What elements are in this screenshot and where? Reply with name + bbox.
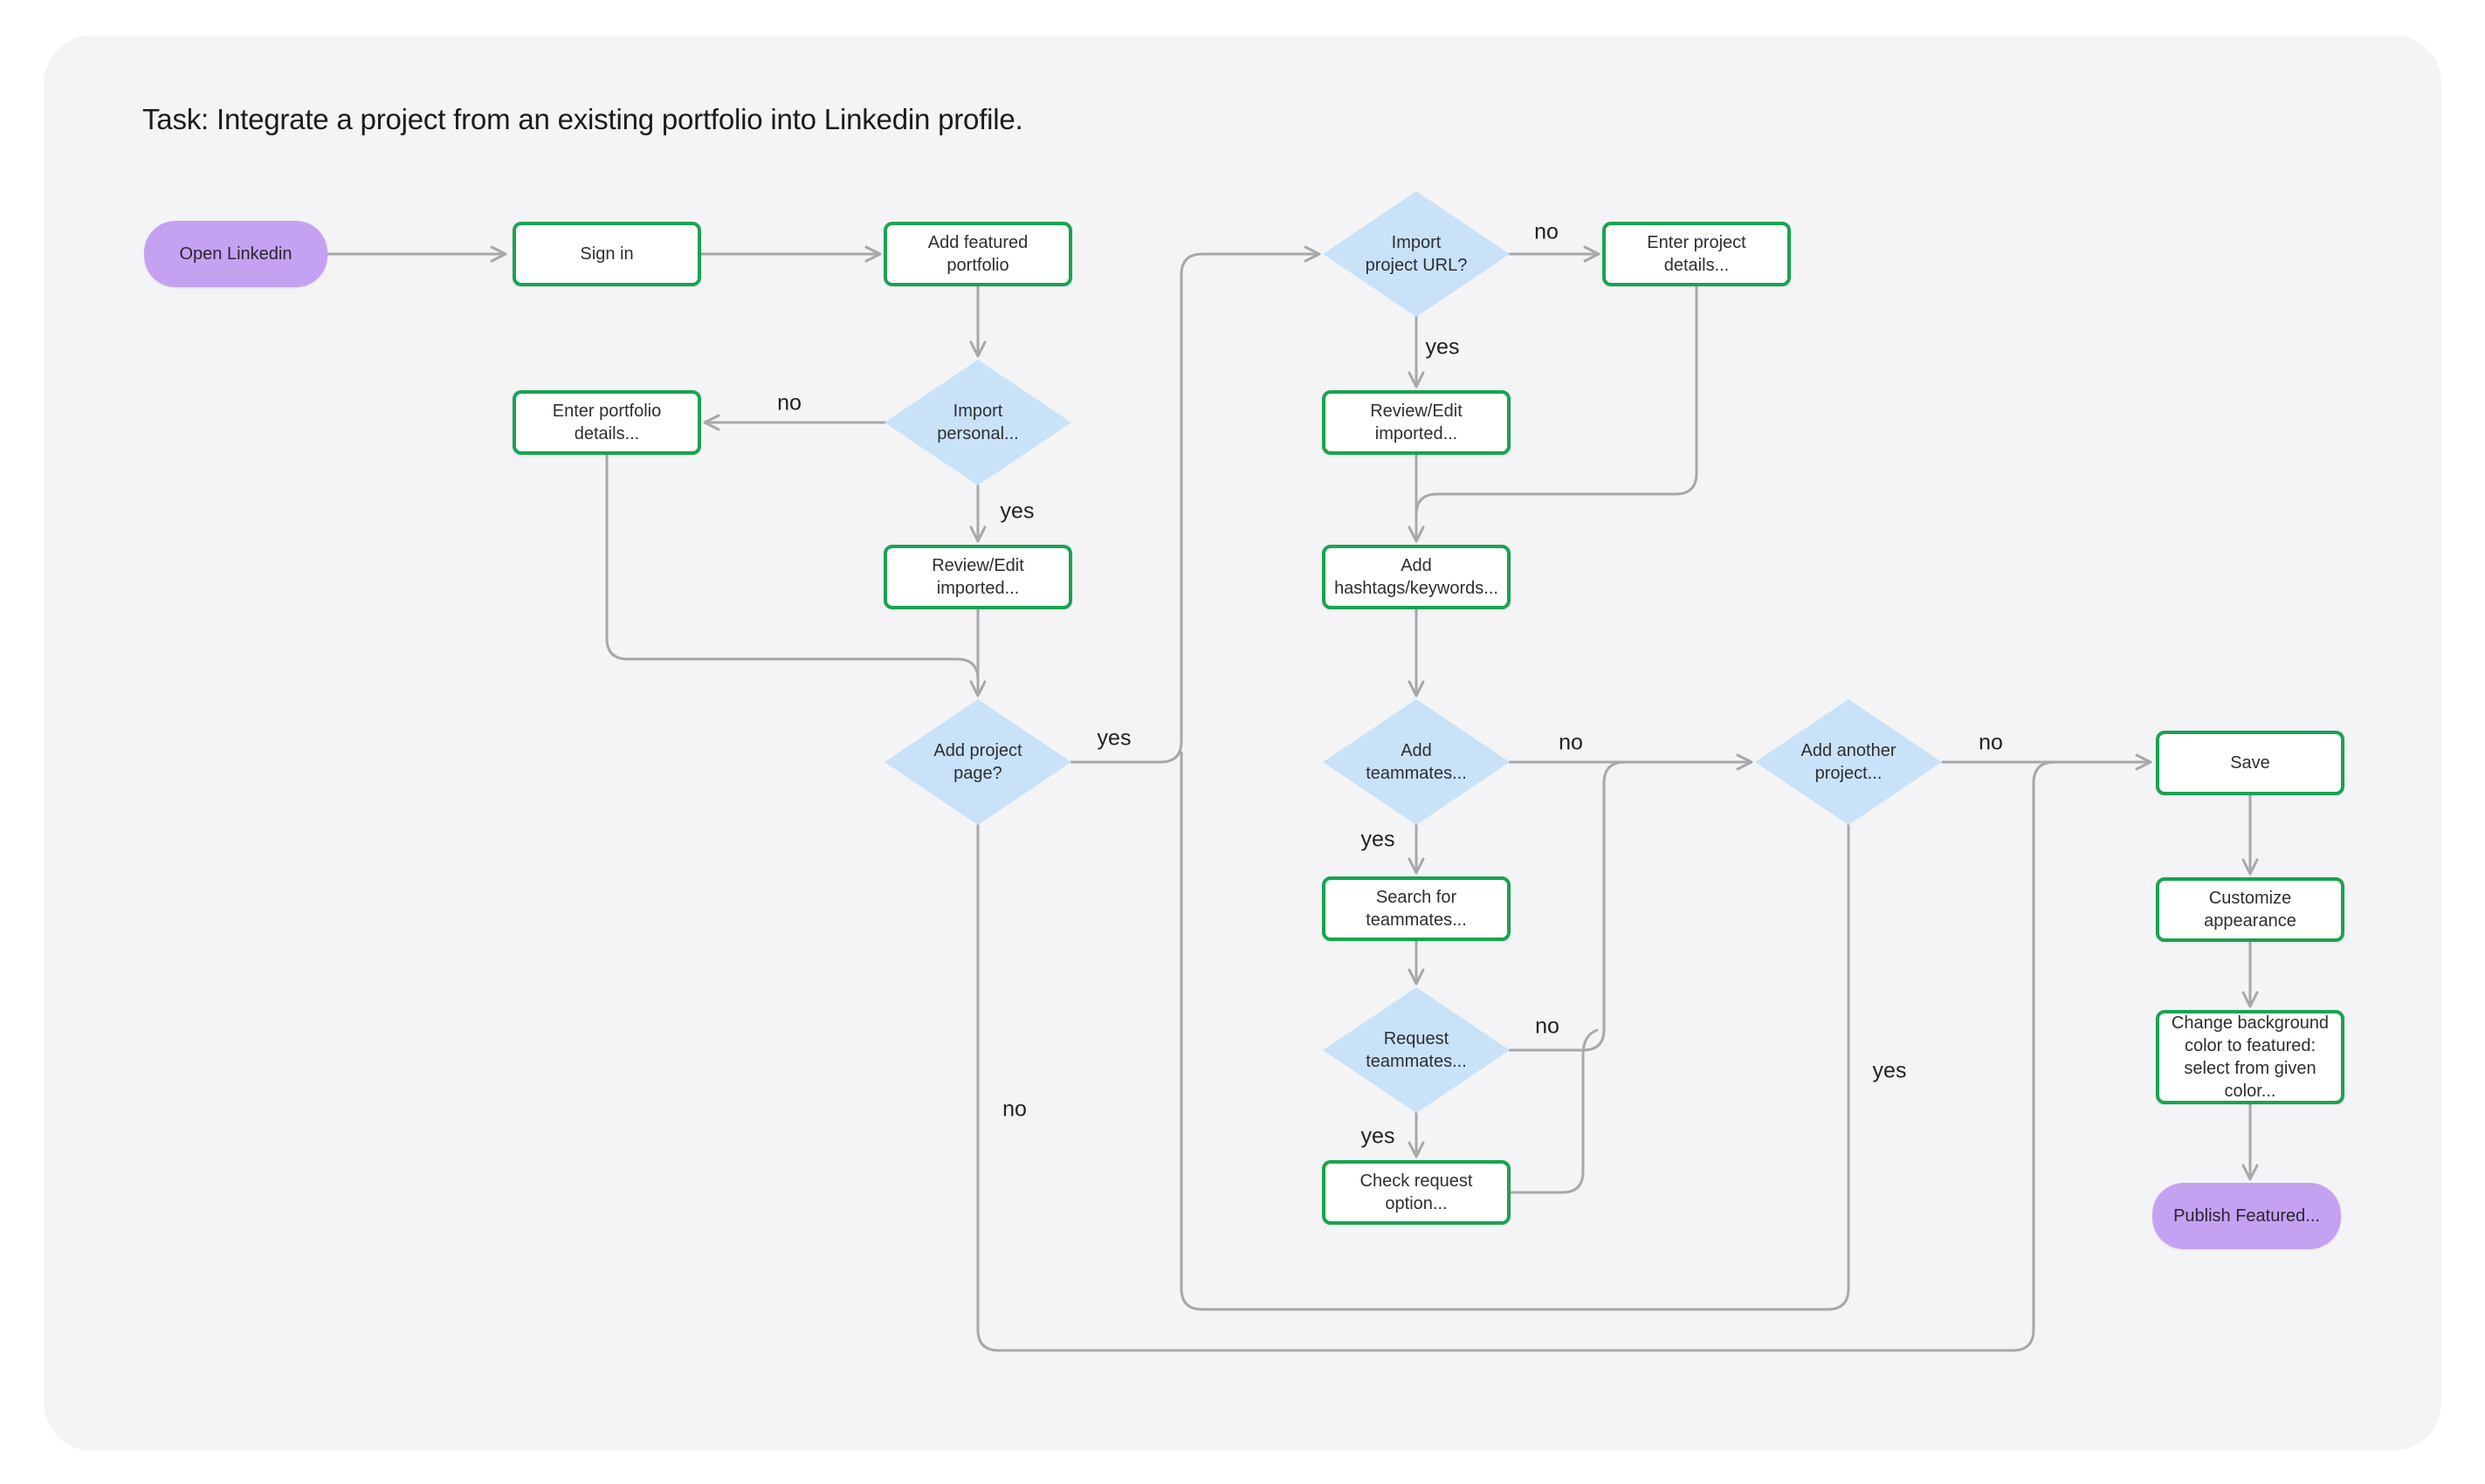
process-customize-appearance[interactable]: Customize appearance [2156,877,2344,942]
edge-label-import-url-yes: yes [1425,334,1460,360]
process-add-featured-portfolio[interactable]: Add featured portfolio [884,222,1072,286]
edge-label-add-teammates-yes: yes [1360,827,1395,852]
edge-label-add-project-page-yes: yes [1097,725,1132,751]
process-review-edit-imported-left[interactable]: Review/Edit imported... [884,545,1072,609]
edge-label-import-personal-yes: yes [1000,498,1035,524]
edge-label-import-personal-no: no [777,390,802,416]
edge-label-add-project-page-no: no [1002,1096,1027,1122]
canvas-card [44,35,2441,1451]
diagram-title: Task: Integrate a project from an existi… [142,103,1023,135]
edge-label-request-teammates-no: no [1535,1013,1559,1039]
process-review-edit-imported-right[interactable]: Review/Edit imported... [1322,390,1511,455]
edge-label-add-another-yes: yes [1872,1058,1907,1083]
process-enter-project-details[interactable]: Enter project details... [1602,222,1791,286]
process-check-request-option[interactable]: Check request option... [1322,1160,1511,1225]
edge-label-import-url-no: no [1534,219,1559,244]
process-sign-in[interactable]: Sign in [513,222,701,286]
terminal-publish-featured[interactable]: Publish Featured... [2152,1183,2341,1249]
edge-label-add-another-no: no [1979,730,2003,755]
terminal-open-linkedin[interactable]: Open Linkedin [144,221,327,287]
process-save[interactable]: Save [2156,731,2344,795]
process-change-background-color[interactable]: Change background color to featured: sel… [2156,1010,2344,1104]
edge-label-request-teammates-yes: yes [1360,1123,1395,1149]
process-add-hashtags-keywords[interactable]: Add hashtags/keywords... [1322,545,1511,609]
edge-label-add-teammates-no: no [1559,730,1583,755]
process-enter-portfolio-details[interactable]: Enter portfolio details... [513,390,701,455]
process-search-for-teammates[interactable]: Search for teammates... [1322,876,1511,941]
